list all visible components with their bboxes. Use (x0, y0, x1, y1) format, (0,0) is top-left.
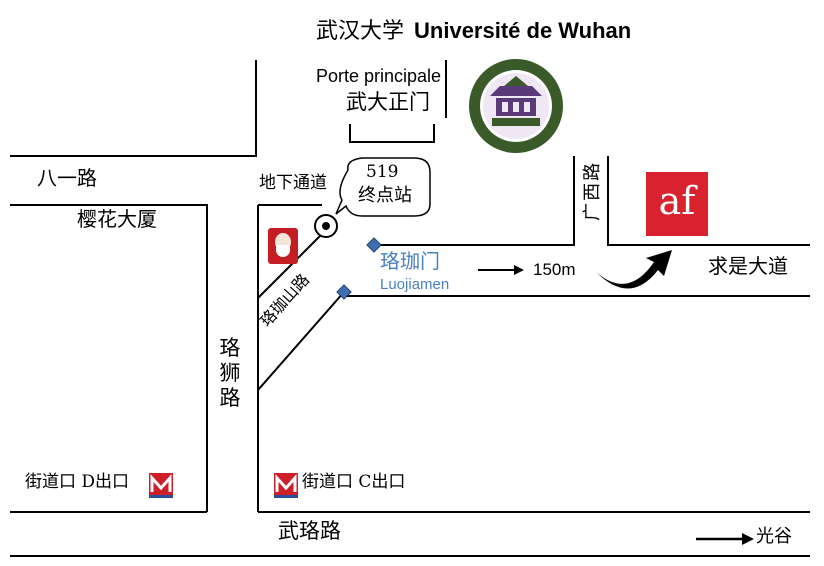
wuhan-university-logo (469, 59, 563, 153)
road-qiushi-north (374, 156, 575, 246)
road-guangxi-east (607, 156, 810, 246)
title-cn: 武汉大学 (316, 19, 405, 44)
main-gate-label-fr: Porte principale (316, 66, 442, 86)
road-label-guangxi: 路西广 (582, 162, 604, 221)
arrow-right-icon (514, 265, 524, 275)
road-label-luoshi: 珞狮路 (219, 336, 241, 411)
luojiashan-marker-icon (336, 284, 352, 300)
road-label-bayi: 八一路 (37, 166, 97, 190)
bus-stop-bubble (335, 157, 431, 217)
bus-terminal-label: 终点站 (358, 185, 412, 206)
title-fr: Université de Wuhan (414, 18, 632, 43)
label-underpass: 地下通道 (259, 173, 327, 193)
label-yinghua-building: 樱花大厦 (77, 207, 157, 231)
road-label-qiushi: 求是大道 (708, 254, 788, 278)
luojiamen-label-cn: 珞珈门 (380, 249, 440, 273)
road-luojiashan-lower (257, 291, 345, 391)
metro-exit-c-label: 街道口 C出口 (302, 472, 406, 492)
arrow-guanggu-icon (742, 533, 754, 545)
luojiamen-label-fr: Luojiamen (380, 276, 450, 293)
metro-exit-d-label: 街道口 D出口 (25, 472, 130, 492)
luojiamen-marker-icon (366, 237, 382, 253)
road-campus-west (207, 60, 257, 157)
metro-d-icon (149, 473, 173, 498)
label-guanggu: 光谷 (756, 526, 792, 547)
bus-line-number: 519 (366, 162, 399, 182)
distance-label: 150m (533, 260, 576, 279)
kfc-icon (268, 228, 298, 264)
turn-arrow-icon (596, 250, 672, 289)
main-gate-bracket (349, 124, 435, 143)
metro-c-icon (274, 473, 298, 498)
alliance-francaise-logo: af (646, 172, 708, 236)
main-gate-label-cn: 武大正门 (346, 90, 430, 114)
page-title: 武汉大学 Université de Wuhan (316, 20, 631, 43)
road-bayi-south (10, 204, 208, 512)
road-label-wuluo: 武珞路 (278, 519, 341, 543)
